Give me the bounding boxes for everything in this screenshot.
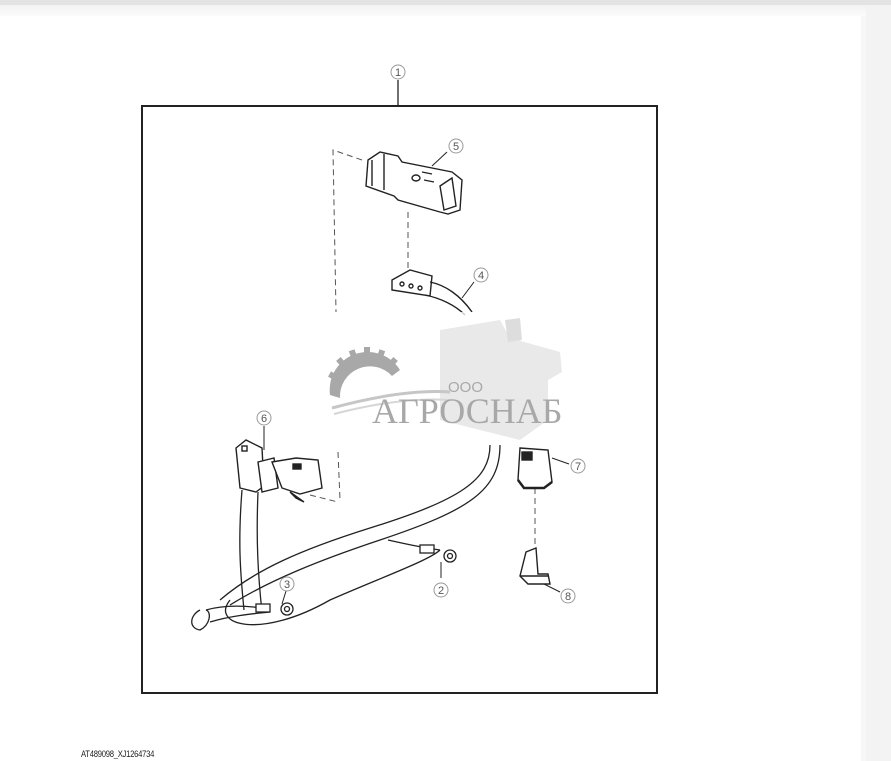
callout-3[interactable]: 3 bbox=[279, 576, 295, 605]
svg-text:5: 5 bbox=[453, 141, 459, 153]
callout-1[interactable]: 1 bbox=[390, 64, 406, 106]
callout-2[interactable]: 2 bbox=[433, 562, 449, 598]
right-angle-connector-6 bbox=[235, 439, 323, 503]
svg-text:ООО: ООО bbox=[448, 379, 483, 396]
svg-text:8: 8 bbox=[565, 591, 571, 603]
ring-terminal-2 bbox=[419, 544, 457, 563]
diagram-frame bbox=[141, 105, 658, 694]
svg-text:7: 7 bbox=[575, 461, 581, 473]
svg-text:3: 3 bbox=[284, 579, 290, 591]
callout-6[interactable]: 6 bbox=[256, 410, 272, 450]
callout-8[interactable]: 8 bbox=[543, 583, 576, 604]
scrollbar-track[interactable] bbox=[866, 5, 891, 761]
svg-text:6: 6 bbox=[261, 413, 267, 425]
viewer-toolbar-strip bbox=[0, 5, 891, 16]
svg-text:1: 1 bbox=[395, 67, 401, 79]
figure-caption: AT489098_XJ1264734 bbox=[81, 749, 155, 759]
page-shadow bbox=[861, 16, 866, 761]
agrosnab-watermark: ООО АГРОСНАБ bbox=[328, 312, 586, 442]
callout-5[interactable]: 5 bbox=[431, 138, 464, 167]
svg-text:2: 2 bbox=[438, 585, 444, 597]
connector-housing-5 bbox=[365, 151, 463, 215]
callout-7[interactable]: 7 bbox=[551, 457, 586, 474]
connector-body-7 bbox=[517, 447, 553, 490]
svg-text:4: 4 bbox=[478, 270, 484, 282]
svg-text:АГРОСНАБ: АГРОСНАБ bbox=[372, 391, 562, 431]
lock-clip-8 bbox=[519, 546, 551, 585]
callout-4[interactable]: 4 bbox=[461, 267, 489, 299]
ring-terminal-3 bbox=[255, 602, 294, 616]
viewer-top-bar bbox=[0, 0, 891, 5]
terminal-lock-wedge-4 bbox=[391, 269, 473, 316]
gear-icon bbox=[328, 347, 400, 398]
assembly-guide-lines bbox=[309, 149, 536, 550]
